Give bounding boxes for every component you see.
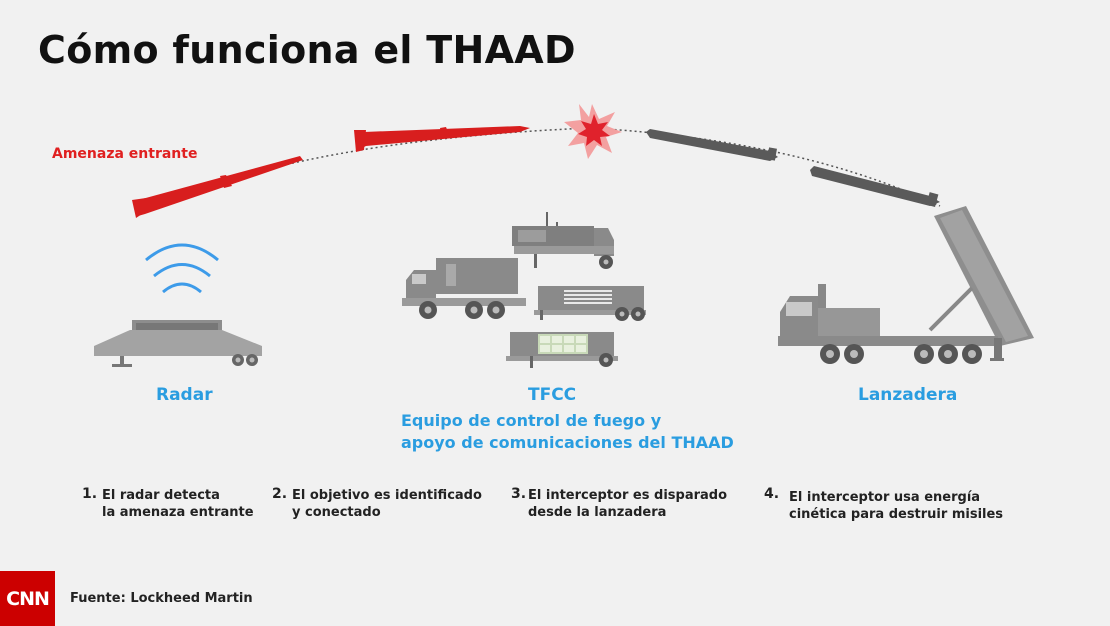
step-text-line1: El radar detecta xyxy=(102,488,220,503)
launcher-label: Lanzadera xyxy=(858,385,958,405)
interceptor-missile-stage-1 xyxy=(646,129,778,161)
threat-missile-stage-1 xyxy=(132,156,303,218)
threat-label: Amenaza entrante xyxy=(52,146,198,162)
page-title: Cómo funciona el THAAD xyxy=(38,28,576,72)
launcher-truck-icon xyxy=(778,206,1034,364)
step-text-line2: y conectado xyxy=(292,505,381,520)
step-text-line1: El interceptor es disparado xyxy=(528,488,728,503)
tfcc-antenna-trailer-icon xyxy=(512,212,614,269)
tfcc-description-line2: apoyo de comunicaciones del THAAD xyxy=(401,433,734,452)
radar-unit-icon xyxy=(94,320,262,367)
tfcc-description: Equipo de control de fuego y apoyo de co… xyxy=(401,410,734,454)
threat-missile-stage-2 xyxy=(354,126,530,152)
step-text-line2: cinética para destruir misiles xyxy=(789,507,1004,522)
step-text-line2: la amenaza entrante xyxy=(102,505,254,520)
step-text-line2: desde la lanzadera xyxy=(528,505,667,520)
step-number: 4. xyxy=(764,486,780,502)
step-number: 3. xyxy=(511,486,527,502)
cnn-logo: CNN xyxy=(0,571,55,626)
explosion-icon xyxy=(564,104,622,159)
tfcc-label: TFCC xyxy=(528,385,577,405)
interceptor-missile-stage-2 xyxy=(810,166,940,208)
step-text-line1: El objetivo es identificado xyxy=(292,488,482,503)
tfcc-truck-icon xyxy=(402,258,526,319)
tfcc-generator-trailer-icon xyxy=(506,332,618,368)
source-credit: Fuente: Lockheed Martin xyxy=(70,591,253,606)
step-text-line1: El interceptor usa energía xyxy=(789,490,981,505)
step-number: 2. xyxy=(272,486,288,502)
radar-waves-icon xyxy=(145,243,219,294)
radar-label: Radar xyxy=(156,385,213,405)
tfcc-description-line1: Equipo de control de fuego y xyxy=(401,411,662,430)
step-number: 1. xyxy=(82,486,98,502)
tfcc-equipment-trailer-icon xyxy=(534,286,646,321)
